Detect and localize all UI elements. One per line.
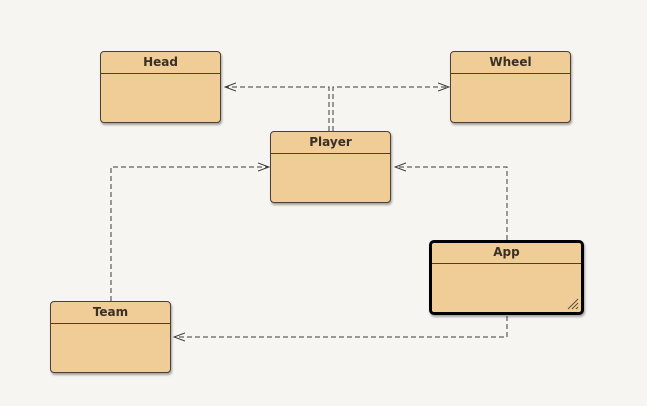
resize-grip-icon[interactable] [565,296,579,310]
class-player-title: Player [271,132,390,154]
class-player[interactable]: Player [270,131,391,203]
class-app-title: App [432,243,581,264]
dependency-app-team[interactable] [174,316,508,337]
dependency-team-player[interactable] [110,167,269,301]
class-wheel-title: Wheel [451,52,570,74]
class-team[interactable]: Team [50,301,171,373]
class-head-title: Head [101,52,220,74]
class-app[interactable]: App [429,240,584,315]
class-head[interactable]: Head [100,51,221,123]
dependency-app-player[interactable] [395,167,508,240]
dependency-player-head[interactable] [225,87,330,131]
class-wheel[interactable]: Wheel [450,51,571,123]
dependency-player-wheel[interactable] [332,87,449,131]
class-team-title: Team [51,302,170,324]
